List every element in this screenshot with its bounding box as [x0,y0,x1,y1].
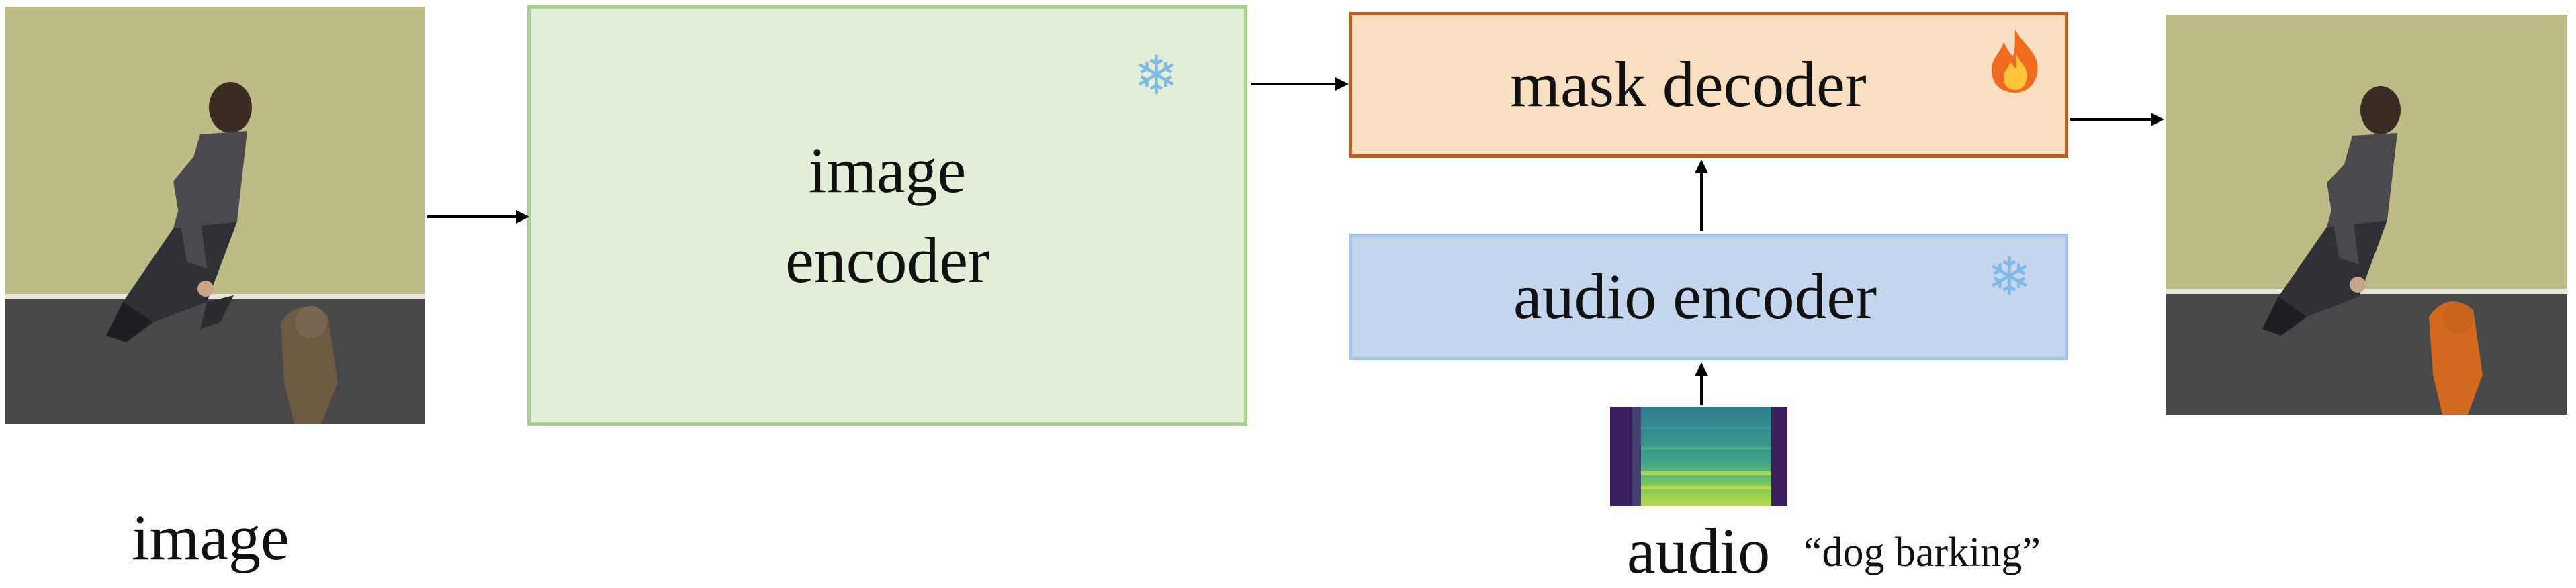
image-input-label: image [132,501,290,573]
snowflake-icon: ❄ [1134,44,1180,107]
image-encoder-label: image encoder [785,134,989,296]
person-figure [106,82,252,342]
input-photo [5,7,425,424]
audio-input-label: audio [1627,515,1771,587]
dog-figure [281,306,338,424]
audio-quote-caption: “dog barking” [1804,530,2041,575]
mask-decoder-block: mask decoder [1349,12,2068,158]
audio-encoder-block: audio encoder [1349,234,2068,360]
snowflake-icon: ❄ [1987,246,2033,308]
person-figure [2262,86,2401,336]
mask-decoder-label: mask decoder [1510,48,1867,121]
fire-icon [1992,30,2038,93]
output-segmented-photo [2166,15,2567,415]
image-encoder-block: image encoder [527,5,1247,426]
dog-mask-highlight [2429,301,2483,415]
audio-encoder-label: audio encoder [1513,260,1877,333]
audio-spectrogram [1610,407,1787,506]
